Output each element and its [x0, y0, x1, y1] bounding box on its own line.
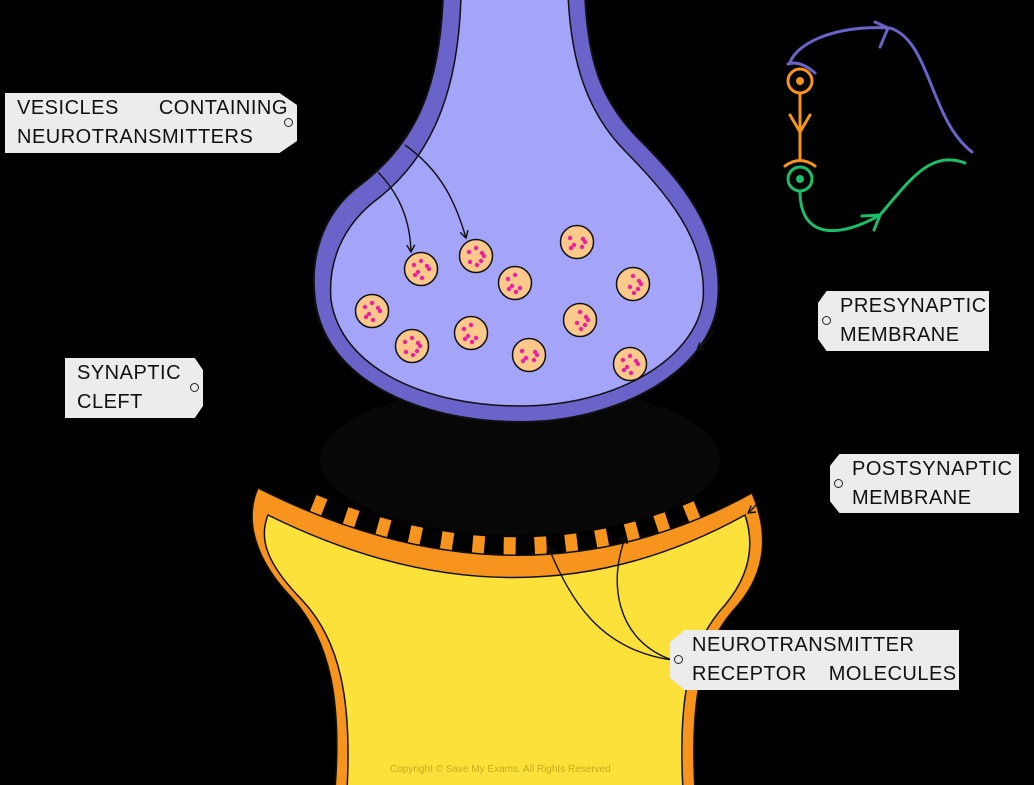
label-text: SYNAPTIC: [77, 362, 182, 384]
vesicle: [612, 346, 648, 382]
arrow-to-presynaptic-membrane: [695, 329, 715, 351]
label-text: CLEFT: [77, 391, 143, 413]
label-pin-icon: [822, 316, 831, 325]
label-pin-icon: [190, 383, 199, 392]
label-presynaptic-membrane: PRESYNAPTIC MEMBRANE: [818, 291, 989, 351]
receptor-molecule: [594, 528, 610, 549]
receptor-molecule: [342, 507, 360, 529]
label-receptor-molecules: NEUROTRANSMITTER RECEPTOR MOLECULES: [670, 630, 959, 690]
arrow-to-receptor: [546, 544, 673, 661]
vesicle: [394, 328, 430, 364]
receptor-molecule: [439, 531, 455, 551]
label-pin-icon: [674, 655, 683, 664]
receptor-molecule: [375, 517, 392, 538]
label-text: NEUROTRANSMITTERS: [17, 126, 254, 148]
reflex-arc-icon: [783, 20, 974, 233]
label-vesicles: VESICLES CONTAINING NEUROTRANSMITTERS: [5, 93, 297, 153]
copyright-notice: Copyright © Save My Exams. All Rights Re…: [390, 764, 611, 775]
label-text: NEUROTRANSMITTER: [692, 634, 915, 656]
receptor-molecule: [564, 533, 579, 553]
receptor-molecule: [653, 512, 671, 534]
vesicle: [511, 337, 547, 373]
arrow-to-vesicle: [404, 144, 469, 240]
arrow-to-receptor: [616, 534, 673, 661]
presynaptic-neuron: [312, 0, 720, 424]
label-text: VESICLES: [17, 97, 119, 119]
vesicle: [458, 238, 494, 274]
receptor-molecule: [623, 521, 640, 542]
receptor-molecule: [503, 537, 516, 556]
synaptic-cleft: [320, 385, 720, 535]
label-text: PRESYNAPTIC: [840, 295, 987, 317]
receptor-molecule: [682, 501, 701, 523]
label-pin-icon: [284, 118, 293, 127]
pointer-arrows: [377, 144, 761, 661]
motor-neuron: [798, 158, 967, 233]
arrow-to-vesicle: [377, 171, 416, 254]
label-postsynaptic-membrane: POSTSYNAPTIC MEMBRANE: [830, 454, 1019, 513]
label-text: CONTAINING: [158, 97, 288, 119]
vesicle: [497, 265, 533, 301]
vesicle: [615, 266, 651, 302]
label-text: POSTSYNAPTIC: [852, 458, 1013, 480]
arrow-to-postsynaptic-membrane: [746, 499, 761, 514]
label-text: RECEPTOR: [692, 663, 807, 685]
postsynaptic-neuron: [251, 486, 764, 785]
vesicle: [354, 293, 390, 329]
vesicle: [562, 302, 598, 338]
label-text: MEMBRANE: [840, 324, 960, 346]
receptor-molecule: [471, 535, 486, 555]
receptor-molecule: [309, 494, 328, 517]
vesicle: [453, 315, 489, 351]
vesicle: [403, 251, 439, 287]
label-pin-icon: [834, 478, 843, 488]
label-text: MEMBRANE: [852, 487, 972, 509]
label-synaptic-cleft: SYNAPTIC CLEFT: [65, 358, 203, 418]
label-text: MOLECULES: [828, 663, 957, 685]
vesicles: [354, 224, 651, 382]
receptor-molecule: [534, 536, 548, 555]
receptor-molecules: [309, 494, 701, 556]
vesicle: [559, 224, 595, 260]
receptor-molecule: [407, 525, 424, 546]
sensory-neuron: [788, 26, 974, 154]
